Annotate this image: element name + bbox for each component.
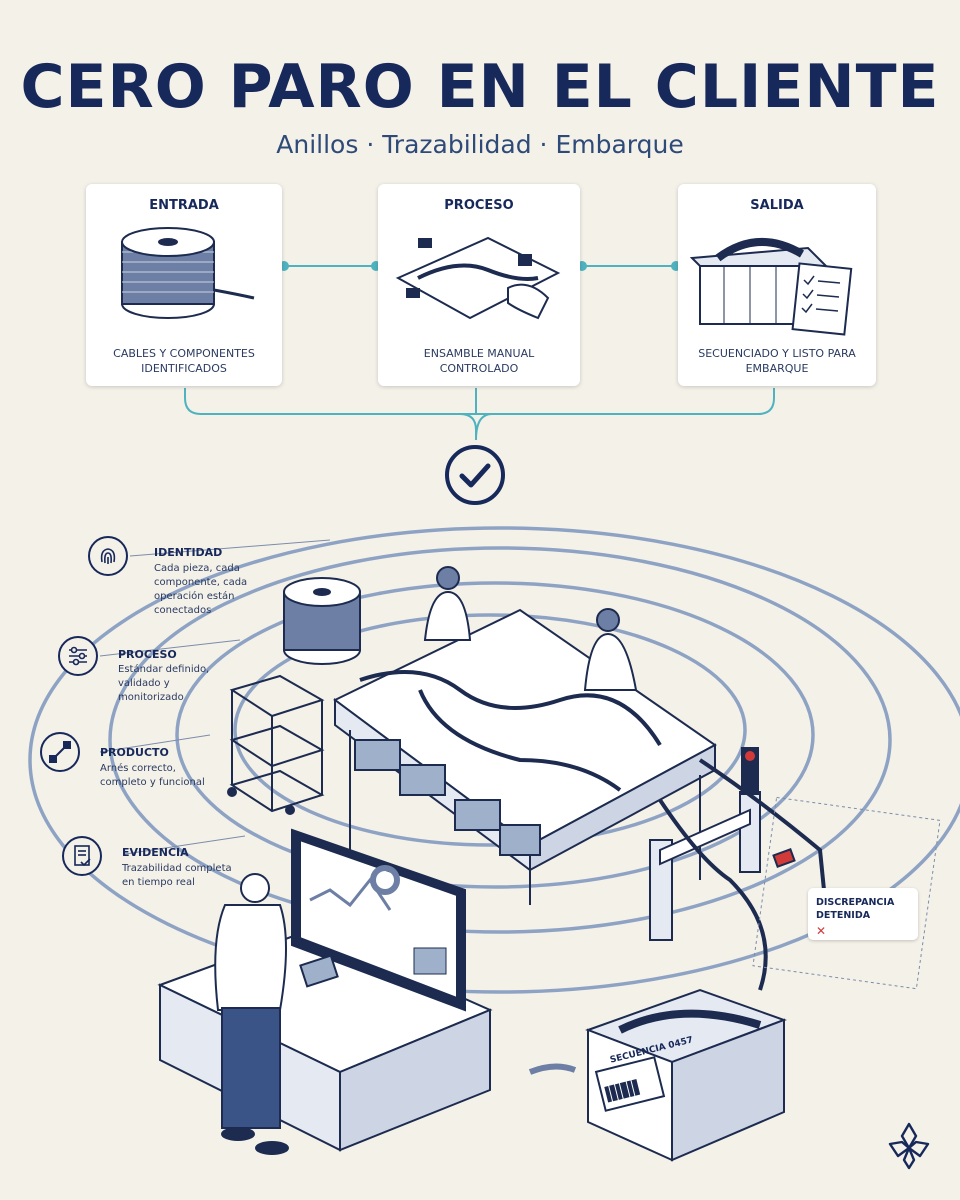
- ring-desc: Trazabilidad completa en tiempo real: [122, 863, 232, 888]
- quality-gate: [649, 747, 796, 941]
- harness-icon: [40, 732, 80, 772]
- page-title: CERO PARO EN EL CLIENTE: [20, 52, 940, 122]
- operator: [214, 873, 339, 1155]
- concentric-rings: [28, 526, 960, 994]
- ring-desc: Arnés correcto, completo y funcional: [100, 763, 205, 788]
- brand-logo-icon: [888, 1122, 930, 1170]
- ring-desc: Cada pieza, cada componente, cada operac…: [154, 563, 248, 616]
- ring-title: PRODUCTO: [100, 746, 169, 759]
- cable-spool: [283, 577, 361, 665]
- step-card-entrada: ENTRADA CABLES Y COMPONENTES IDENTIFICAD…: [86, 184, 282, 386]
- cable-spool-icon: [121, 227, 255, 319]
- shipping-crate: [585, 988, 787, 1162]
- assembly-board-icon: [395, 236, 561, 320]
- step-caption: SECUENCIADO Y LISTO PARA EMBARQUE: [698, 347, 856, 375]
- ring-desc: Estándar definido, validado y monitoriza…: [118, 664, 210, 703]
- sliders-icon: [58, 636, 98, 676]
- step-card-proceso: PROCESO ENSAMBLE MANUAL CONTROLADO: [378, 184, 580, 386]
- ring-title: PROCESO: [118, 648, 177, 661]
- step-title: SALIDA: [750, 198, 804, 213]
- check-circle-icon: [445, 445, 505, 505]
- ring-title: IDENTIDAD: [154, 546, 223, 559]
- step-caption: CABLES Y COMPONENTES IDENTIFICADOS: [113, 347, 255, 375]
- shipping-crate-icon: [689, 238, 853, 336]
- ring-title: EVIDENCIA: [122, 846, 189, 859]
- workers: [423, 566, 638, 691]
- step-title: ENTRADA: [149, 198, 219, 213]
- assembly-table: [333, 608, 717, 905]
- discrepancy-callout: DISCREPANCIA DETENIDA ✕: [808, 888, 918, 940]
- step-card-salida: SALIDA SECUENCIADO Y LISTO PARA EMBARQUE: [678, 184, 876, 386]
- fingerprint-icon: [88, 536, 128, 576]
- callout-text: DISCREPANCIA DETENIDA: [816, 897, 895, 921]
- step-title: PROCESO: [444, 198, 514, 213]
- parts-cart: [227, 674, 325, 815]
- page-subtitle: Anillos · Trazabilidad · Embarque: [276, 130, 684, 159]
- document-check-icon: [62, 836, 102, 876]
- step-caption: ENSAMBLE MANUAL CONTROLADO: [423, 347, 535, 375]
- alert-x-icon: ✕: [816, 924, 827, 938]
